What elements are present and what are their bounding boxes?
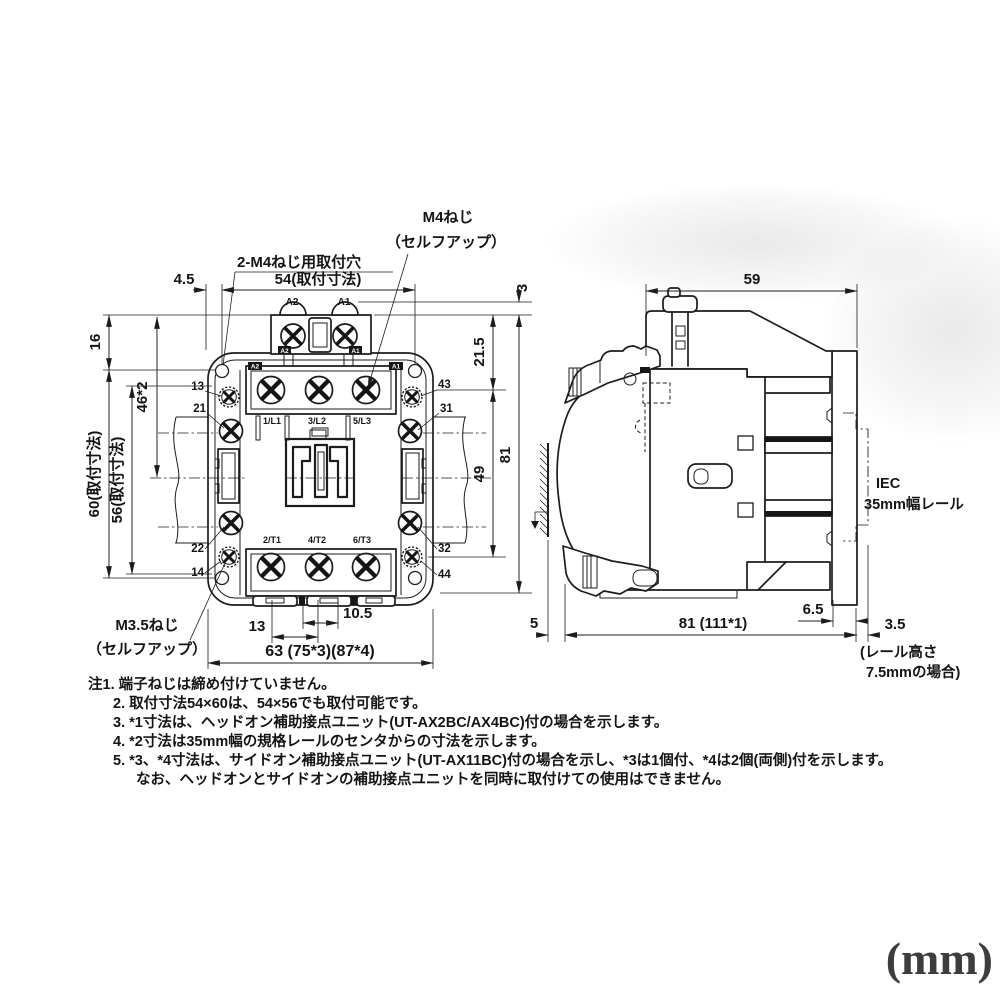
dim-16: 16: [87, 334, 104, 351]
dim-10-5: 10.5: [343, 605, 372, 622]
aux-label-43: 43: [438, 379, 451, 391]
dim-56: 56(取付寸法): [108, 437, 126, 524]
line-terminal-strip: A2 A1: [245, 362, 403, 415]
dim-6-5: 6.5: [803, 601, 824, 618]
aux-screw-43: [400, 385, 424, 409]
note-5: 5. *3、*4寸法は、サイドオン補助接点ユニット(UT-AX11BC)付の場合…: [113, 751, 892, 769]
aux-label-13: 13: [191, 381, 204, 393]
din-plate: [831, 350, 858, 606]
callout-m35-screw-line2: （セルフアップ）: [87, 640, 207, 658]
scan-shadow-2: [822, 215, 1000, 445]
dim-63: 63 (75*3)(87*4): [265, 643, 374, 660]
aux-contact-numbers: 13 21 22 14 43 31 32 44: [191, 379, 453, 581]
rail-height-note-line2: 7.5mmの場合): [866, 663, 960, 681]
aux-label-21: 21: [193, 403, 206, 415]
dim-60: 60(取付寸法): [85, 431, 103, 518]
mounting-hole-top-left: [214, 363, 230, 379]
din-rail-phantom: [843, 412, 869, 542]
terminal-screw-5L3: [353, 377, 380, 404]
note-4: 4. *2寸法は35mm幅の規格レールのセンタからの寸法を示します。: [113, 732, 546, 750]
aux-screw-32: [396, 509, 424, 537]
rail-height-note-line1: (レール高さ: [860, 643, 937, 661]
side-view-dimensions: 59 5 81 (111*1) 6.5 3.5 (レール高さ 7.5mmの場合)…: [530, 271, 965, 681]
mount-rails: [764, 436, 833, 517]
bottom-latch: [562, 545, 659, 597]
aux-screw-13: [217, 385, 241, 409]
callout-mounting-hole: 2-M4ねじ用取付穴: [237, 253, 361, 271]
coil-screw-a1: [331, 322, 359, 350]
dim-3-5: 3.5: [885, 616, 906, 633]
note-2: 2. 取付寸法54×60は、54×56でも取付可能です。: [113, 694, 427, 712]
bottom-tabs: [252, 595, 396, 607]
dim-46: 46*2: [134, 382, 151, 413]
coil-tag-a2: A2: [280, 348, 289, 355]
hidden-hole: [642, 382, 671, 404]
callout-m35-screw-line1: M3.5ねじ: [115, 617, 178, 634]
terminal-screw-3L2: [306, 377, 333, 404]
strip-tag-a2: A2: [251, 364, 260, 371]
terminal-label-4T2: 4/T2: [308, 535, 326, 545]
contact-window: [284, 427, 356, 508]
strip-tag-a1: A1: [392, 364, 401, 371]
top-cap: [662, 295, 698, 313]
terminal-screw-2T1: [258, 554, 285, 581]
mounting-hole-bottom-right: [407, 570, 423, 586]
terminal-label-3L2: 3/L2: [308, 416, 326, 426]
aux-screw-22: [217, 509, 245, 537]
dim-13: 13: [249, 618, 266, 635]
aux-label-32: 32: [438, 543, 451, 555]
dim-21-5: 21.5: [471, 337, 488, 366]
terminal-label-1L1: 1/L1: [263, 416, 281, 426]
terminal-label-6T3: 6/T3: [353, 535, 371, 545]
iec-label: IEC: [876, 476, 901, 492]
mounting-hole-top-right: [407, 363, 423, 379]
terminal-screw-4T2: [306, 554, 333, 581]
aux-screw-31: [396, 417, 424, 445]
aux-screw-44: [400, 545, 424, 569]
dim-3: 3: [514, 284, 531, 292]
side-tab: [687, 463, 733, 489]
callout-m4-screw-line1: M4ねじ: [423, 209, 474, 226]
rail-width-label: 35mm幅レール: [864, 495, 964, 513]
note-3: 3. *1寸法は、ヘッドオン補助接点ユニット(UT-AX2BC/AX4BC)付の…: [113, 713, 668, 731]
front-view-dimensions: 4.5 54(取付寸法) 3 21.5 49 81 16 46*2 60(取付寸…: [85, 209, 532, 669]
load-terminal-strip: [245, 548, 397, 597]
notes-block: 注1. 端子ねじは締め付けていません。 2. 取付寸法54×60は、54×56で…: [88, 675, 892, 788]
dim-4-5: 4.5: [174, 271, 195, 288]
front-view: A2 A1 A2 A1 A2 A1 1/L1 3/L2 5/L3: [150, 297, 492, 607]
terminal-label-5L3: 5/L3: [353, 416, 371, 426]
aux-label-14: 14: [191, 567, 204, 579]
mounting-hole-bottom-left: [214, 570, 230, 586]
ground-symbol: [531, 511, 548, 529]
lower-mount-bracket: [746, 561, 831, 591]
coil-terminal-a2: A2: [286, 297, 299, 308]
coil-tag-a1: A1: [351, 348, 360, 355]
note-5-continued: なお、ヘッドオンとサイドオンの補助接点ユニットを同時に取付けての使用はできません…: [136, 770, 730, 788]
aux-label-22: 22: [191, 543, 204, 555]
aux-screw-21: [217, 417, 245, 445]
side-unit-phantom: [150, 416, 492, 544]
coil-terminal-a1: A1: [338, 297, 351, 308]
dim-49: 49: [471, 466, 488, 483]
dim-5: 5: [530, 615, 538, 632]
dim-81-111: 81 (111*1): [679, 615, 747, 632]
dim-81: 81: [497, 447, 514, 464]
terminal-screw-1L1: [258, 377, 285, 404]
mounting-wall: [531, 443, 549, 537]
aux-label-31: 31: [440, 403, 453, 415]
aux-label-44: 44: [438, 569, 451, 581]
terminal-screw-6T3: [353, 554, 380, 581]
aux-column-right: [396, 370, 427, 595]
dim-59: 59: [744, 271, 761, 288]
coil-screw-a2: [279, 322, 307, 350]
dim-54: 54(取付寸法): [275, 270, 362, 288]
aux-column-left: [214, 370, 245, 595]
unit-label: (mm): [886, 933, 993, 984]
aux-screw-14: [217, 545, 241, 569]
callout-m4-screw-line2: （セルフアップ）: [386, 233, 506, 251]
note-1: 注1. 端子ねじは締め付けていません。: [88, 675, 336, 693]
terminal-label-2T1: 2/T1: [263, 535, 281, 545]
coil-terminal-block: A2 A1 A2 A1: [270, 297, 372, 367]
